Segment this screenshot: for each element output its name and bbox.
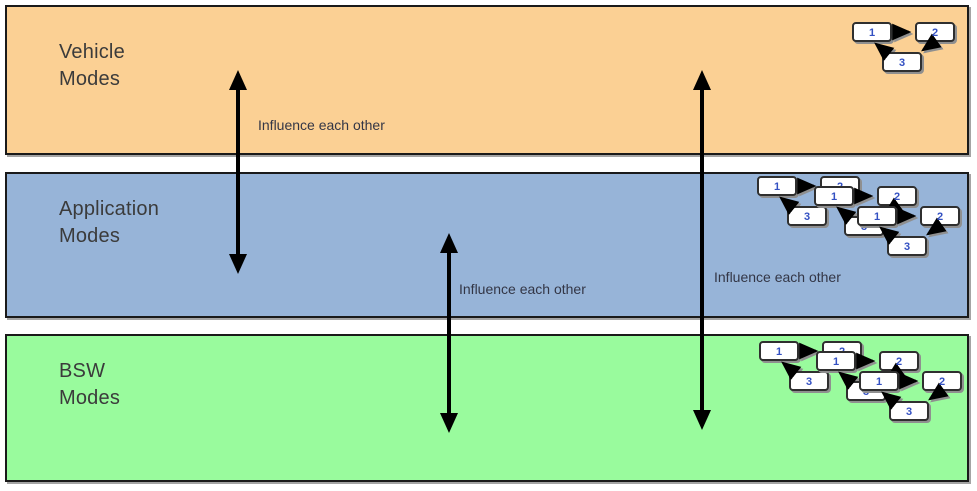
band-label-line-1: Application [59, 198, 160, 220]
bsw-modes-label: BSW Modes [59, 358, 120, 412]
application-modes-band: Application Modes [5, 172, 969, 318]
bsw-modes-band: BSW Modes [5, 334, 969, 482]
application-modes-label: Application Modes [59, 196, 159, 250]
band-label-line-2: Modes [59, 225, 121, 247]
influence-label-vehicle-bsw: Influence each other [714, 269, 841, 285]
band-label-line-2: Modes [59, 387, 121, 409]
band-label-line-2: Modes [59, 68, 121, 90]
vehicle-modes-label: Vehicle Modes [59, 39, 125, 93]
vehicle-modes-band: Vehicle Modes [5, 5, 969, 155]
influence-label-application-bsw: Influence each other [459, 281, 586, 297]
band-label-line-1: Vehicle [59, 41, 125, 63]
band-label-line-1: BSW [59, 360, 106, 382]
influence-label-vehicle-application: Influence each other [258, 117, 385, 133]
